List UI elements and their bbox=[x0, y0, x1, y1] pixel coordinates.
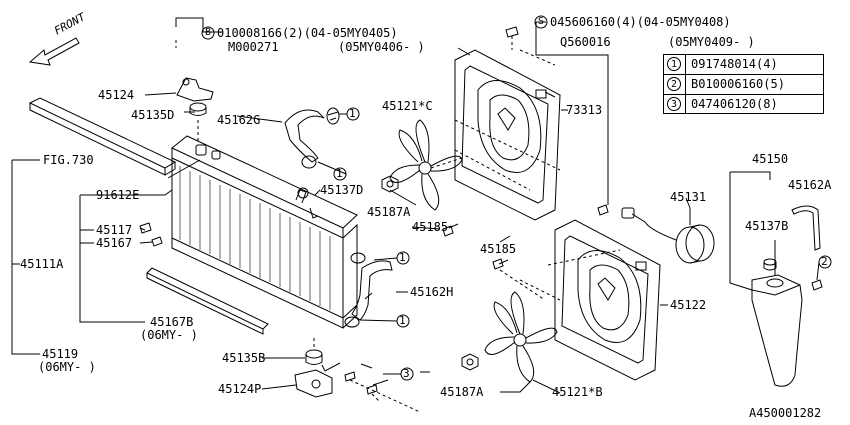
part-45167B-range: (06MY- ) bbox=[140, 328, 198, 342]
part-45162H: 45162H bbox=[410, 285, 454, 299]
radiator-core bbox=[171, 135, 358, 329]
callout-1: 1 bbox=[349, 107, 356, 120]
legend-text: 047406120(8) bbox=[691, 97, 778, 111]
fan-motor bbox=[621, 207, 715, 264]
part-45187A: 45187A bbox=[440, 385, 484, 399]
screw-s-part: 045606160(4)(04-05MY0408) bbox=[550, 15, 731, 29]
legend-row: 2 B010006160(5) bbox=[664, 74, 823, 94]
mount-bolts bbox=[344, 363, 421, 413]
part-45185: 45185 bbox=[412, 220, 449, 234]
upper-cushion bbox=[189, 102, 207, 142]
front-arrow-icon bbox=[28, 37, 80, 66]
callout-3: 3 bbox=[403, 367, 410, 380]
part-45124: 45124 bbox=[98, 88, 135, 102]
bolt-b-marker: B bbox=[204, 27, 212, 38]
legend-row: 3 047406120(8) bbox=[664, 94, 823, 114]
bolt-b-alt-range: (05MY0406- ) bbox=[338, 40, 425, 54]
air-guide-plate bbox=[28, 97, 177, 176]
part-73313: 73313 bbox=[566, 103, 603, 117]
lower-bracket bbox=[294, 338, 341, 398]
part-45121C: 45121*C bbox=[382, 99, 433, 113]
screw-s-alt: Q560016 bbox=[560, 35, 611, 49]
lower-fan-blade bbox=[484, 291, 561, 394]
legend-text: B010006160(5) bbox=[691, 77, 785, 91]
lower-fan-nut bbox=[461, 353, 479, 371]
part-91612E: 91612E bbox=[96, 188, 140, 202]
part-45121B: 45121*B bbox=[552, 385, 603, 399]
upper-bracket bbox=[144, 77, 214, 102]
part-45122: 45122 bbox=[670, 298, 707, 312]
reservoir-tank bbox=[729, 171, 823, 387]
part-45162G: 45162G bbox=[217, 113, 261, 127]
part-45167B: 45167B bbox=[150, 315, 194, 329]
lower-fan-shroud bbox=[554, 219, 661, 381]
bolt-b-part: 010008166(2)(04-05MY0405) bbox=[217, 26, 398, 40]
screw-s-marker: S bbox=[537, 16, 545, 27]
legend-number: 2 bbox=[667, 77, 681, 91]
upper-hose bbox=[284, 107, 340, 169]
bolt-b-alt: M000271 bbox=[228, 40, 279, 54]
radiator-clips bbox=[139, 111, 283, 247]
part-45131: 45131 bbox=[670, 190, 707, 204]
legend-row: 1 091748014(4) bbox=[664, 55, 823, 75]
callout-1: 1 bbox=[336, 167, 343, 180]
shroud-screws bbox=[442, 26, 609, 270]
part-45162A: 45162A bbox=[788, 178, 832, 192]
upper-fan-nut bbox=[381, 175, 399, 193]
lower-hose bbox=[344, 252, 393, 328]
diagram-id: A450001282 bbox=[749, 406, 822, 420]
part-45135D: 45135D bbox=[131, 108, 175, 122]
screw-s-alt-range: (05MY0409- ) bbox=[668, 35, 755, 49]
part-45137D: 45137D bbox=[320, 183, 364, 197]
legend-number: 1 bbox=[667, 57, 681, 71]
part-45185: 45185 bbox=[480, 242, 517, 256]
leader-lines bbox=[11, 109, 691, 393]
part-45187A: 45187A bbox=[367, 205, 411, 219]
part-45119-range: (06MY- ) bbox=[38, 360, 96, 374]
lower-seal-plate bbox=[146, 267, 269, 335]
part-45137B: 45137B bbox=[745, 219, 789, 233]
part-45117: 45117 bbox=[96, 223, 133, 237]
part-45124P: 45124P bbox=[218, 382, 262, 396]
legend-number: 3 bbox=[667, 97, 681, 111]
part-45167: 45167 bbox=[96, 236, 133, 250]
part-45111A: 45111A bbox=[20, 257, 64, 271]
legend-text: 091748014(4) bbox=[691, 57, 778, 71]
fig-730: FIG.730 bbox=[43, 153, 94, 167]
upper-fan-shroud bbox=[454, 47, 561, 221]
callout-2: 2 bbox=[821, 255, 828, 268]
circle-callouts bbox=[317, 107, 832, 381]
callout-1: 1 bbox=[399, 314, 406, 327]
part-45119: 45119 bbox=[42, 347, 79, 361]
callout-1: 1 bbox=[399, 251, 406, 264]
fastener-legend: 1 091748014(4) 2 B010006160(5) 3 0474061… bbox=[663, 54, 824, 114]
part-45150: 45150 bbox=[752, 152, 789, 166]
upper-fan-blade bbox=[389, 119, 463, 211]
part-45135B: 45135B bbox=[222, 351, 266, 365]
